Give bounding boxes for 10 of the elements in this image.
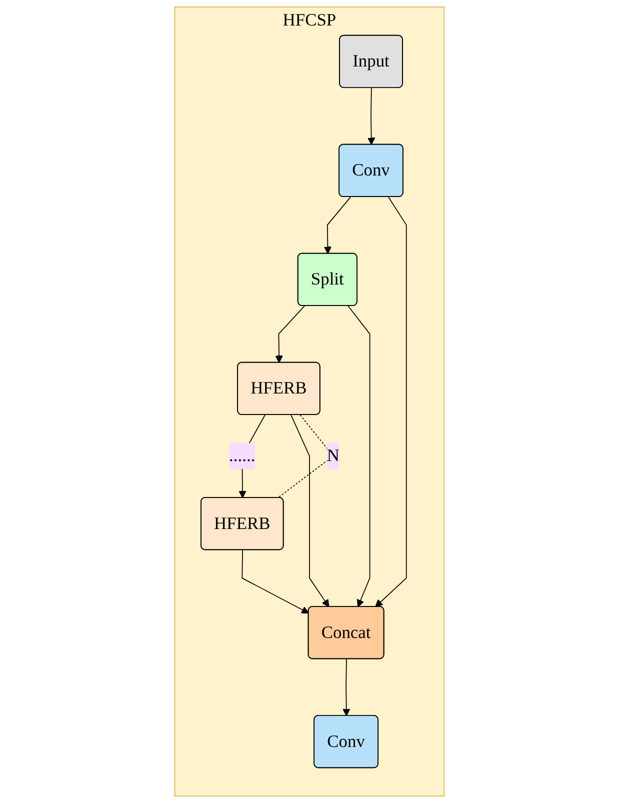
- arrow: [290, 414, 330, 608]
- arrow: [375, 196, 407, 608]
- edge-label: N: [326, 446, 340, 466]
- arrow: [368, 88, 376, 146]
- arrow: [324, 196, 351, 254]
- edge-label: ......: [229, 446, 256, 466]
- arrow: [275, 306, 305, 364]
- arrow: [342, 658, 350, 716]
- arrow: [242, 550, 310, 614]
- arrow: [348, 306, 370, 608]
